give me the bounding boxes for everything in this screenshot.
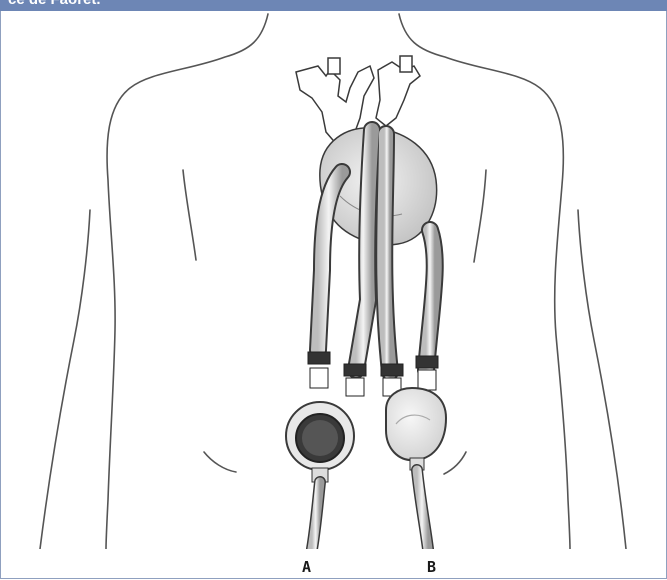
pump-b-label: B	[427, 558, 436, 576]
pump-a	[286, 402, 354, 482]
pump-a-label: A	[302, 558, 311, 576]
vad-illustration	[0, 11, 667, 549]
pump-b	[386, 388, 446, 470]
header-bar: ce de Faoret.	[0, 0, 667, 11]
header-caption: ce de Faoret.	[8, 0, 101, 8]
driveline-tubes	[312, 470, 428, 549]
